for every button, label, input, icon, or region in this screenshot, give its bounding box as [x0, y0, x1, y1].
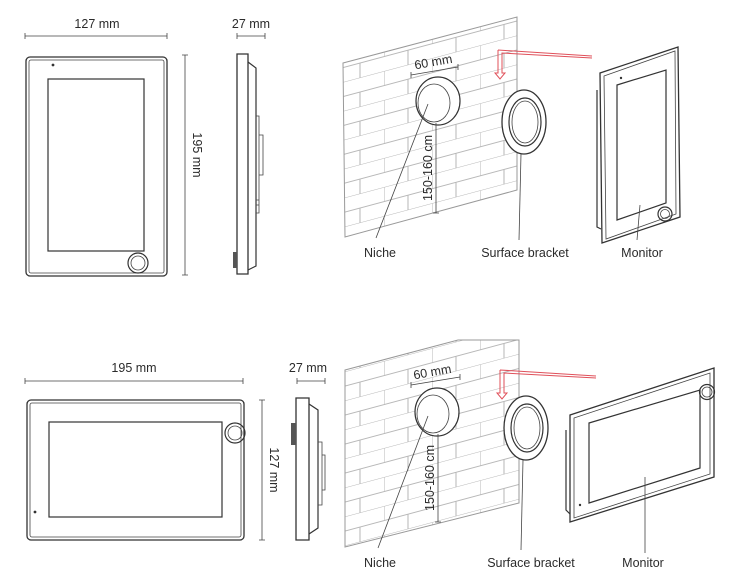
camera-icon: [51, 63, 55, 67]
button-icon: [698, 383, 716, 401]
landscape-width-label: 195 mm: [111, 361, 156, 375]
camera-icon: [578, 503, 582, 507]
depth-dimension-line: [296, 378, 326, 384]
button-icon: [224, 422, 246, 444]
monitor-outline: [569, 367, 715, 523]
niche-width-dimension: [410, 64, 459, 78]
portrait-bracket: Surface bracket: [481, 89, 569, 260]
niche-leader: [375, 103, 429, 239]
niche-label: Niche: [364, 246, 396, 260]
niche: [414, 387, 460, 437]
niche-leader: [377, 415, 429, 549]
niche-label: Niche: [364, 556, 396, 570]
portrait-depth-label: 27 mm: [232, 17, 270, 31]
side-front-panel: [295, 397, 310, 541]
brick-wall: [342, 16, 518, 238]
landscape-front-view: 195 mm 127 mm: [24, 361, 281, 541]
monitor-outline: [599, 46, 681, 244]
bracket-inner: [510, 403, 544, 453]
monitor-back: [596, 90, 602, 230]
monitor-screen: [588, 389, 701, 504]
portrait-height-label: 195 mm: [190, 132, 204, 177]
landscape-section: 195 mm 127 mm 27 mm 60 mm 150-: [24, 339, 716, 570]
niche: [415, 76, 461, 126]
monitor-bezel: [603, 50, 677, 240]
monitor-back: [565, 430, 571, 515]
button-inner: [701, 386, 713, 398]
monitor-bezel: [573, 372, 711, 519]
bracket-ring: [513, 406, 541, 450]
portrait-side-view: 27 mm: [232, 17, 270, 275]
portrait-monitor: Monitor: [596, 46, 681, 260]
portrait-front-view: 127 mm 195 mm: [24, 17, 204, 277]
mount-height-dimension: [435, 434, 441, 523]
mount-height-dimension: [433, 123, 439, 214]
monitor-bezel: [29, 402, 242, 538]
niche-width-label: 60 mm: [413, 52, 453, 72]
bracket-inner: [508, 97, 542, 147]
side-back-panel: [247, 61, 257, 271]
monitor-leader: [636, 204, 641, 241]
landscape-wall: 60 mm 150-160 cm Niche: [344, 339, 597, 570]
side-connector: [233, 252, 237, 268]
camera-icon: [619, 76, 623, 80]
monitor-label: Monitor: [622, 556, 664, 570]
niche-inner: [417, 83, 451, 123]
side-mount-parts: [256, 115, 264, 214]
monitor-front-outline: [26, 399, 245, 541]
bracket-label: Surface bracket: [487, 556, 575, 570]
mount-height-label: 150-160 cm: [423, 445, 437, 511]
side-back-panel: [308, 403, 319, 535]
bracket-ring: [511, 100, 539, 144]
camera-icon: [33, 510, 37, 514]
niche-width-dimension: [410, 374, 461, 388]
landscape-depth-label: 27 mm: [289, 361, 327, 375]
height-dimension-line: [182, 54, 188, 276]
bracket-leader: [520, 459, 524, 551]
landscape-monitor: Monitor: [565, 367, 716, 570]
bracket-label: Surface bracket: [481, 246, 569, 260]
height-dimension-line: [259, 399, 265, 541]
button-icon: [657, 206, 673, 222]
portrait-wall: 60 mm 150-160 cm Niche: [342, 16, 593, 260]
mount-direction-arrow: [495, 369, 597, 400]
portrait-width-label: 127 mm: [74, 17, 119, 31]
monitor-bezel: [28, 59, 165, 274]
landscape-height-label: 127 mm: [267, 447, 281, 492]
landscape-side-view: 27 mm: [289, 361, 327, 541]
monitor-label: Monitor: [621, 246, 663, 260]
button-inner: [660, 209, 670, 219]
button-inner: [227, 425, 243, 441]
monitor-screen: [616, 69, 667, 221]
monitor-front-outline: [25, 56, 168, 277]
monitor-screen: [47, 78, 145, 252]
width-dimension-line: [24, 378, 244, 384]
side-mount-parts: [318, 441, 326, 506]
mount-direction-arrow: [493, 49, 593, 80]
niche-width-label: 60 mm: [412, 362, 452, 382]
side-connector: [291, 423, 296, 445]
monitor-screen: [48, 421, 223, 518]
landscape-bracket: Surface bracket: [487, 395, 575, 570]
button-icon: [127, 252, 149, 274]
mount-height-label: 150-160 cm: [421, 135, 435, 201]
portrait-section: 127 mm 195 mm 27 mm 60 mm: [24, 16, 681, 277]
button-inner: [130, 255, 146, 271]
bracket-leader: [518, 153, 522, 241]
niche-inner: [416, 394, 450, 434]
side-front-panel: [236, 53, 249, 275]
width-dimension-line: [24, 33, 168, 39]
depth-dimension-line: [236, 33, 266, 39]
